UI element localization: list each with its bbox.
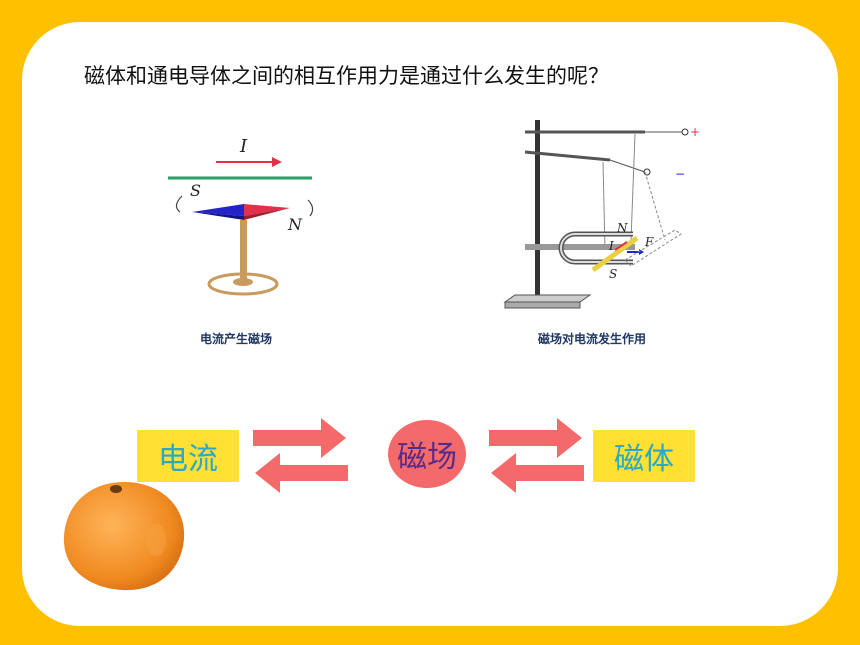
north-label: N <box>287 215 303 234</box>
magnetic-field-circle: 磁场 <box>388 420 466 488</box>
current-label: I <box>239 136 248 157</box>
orange-icon <box>63 482 185 591</box>
arrows-left <box>253 418 348 493</box>
slide-title: 磁体和通电导体之间的相互作用力是通过什么发生的呢？ <box>84 64 609 88</box>
minus-label: − <box>675 167 685 181</box>
arrows-right <box>489 418 584 493</box>
caption-left: 电流产生磁场 <box>200 332 273 346</box>
compass-wire-figure: I S N <box>168 136 314 296</box>
ring-stand-figure: + − N I F S <box>503 120 700 309</box>
caption-right: 磁场对电流发生作用 <box>538 332 647 346</box>
south-label-right: S <box>609 267 617 281</box>
north-label-right: N <box>616 221 628 235</box>
current-box: 电流 <box>137 430 239 482</box>
plus-label: + <box>690 125 700 139</box>
south-label: S <box>190 181 201 200</box>
force-label: F <box>644 235 654 249</box>
current-label-right: I <box>608 239 614 253</box>
magnet-box: 磁体 <box>593 430 695 482</box>
